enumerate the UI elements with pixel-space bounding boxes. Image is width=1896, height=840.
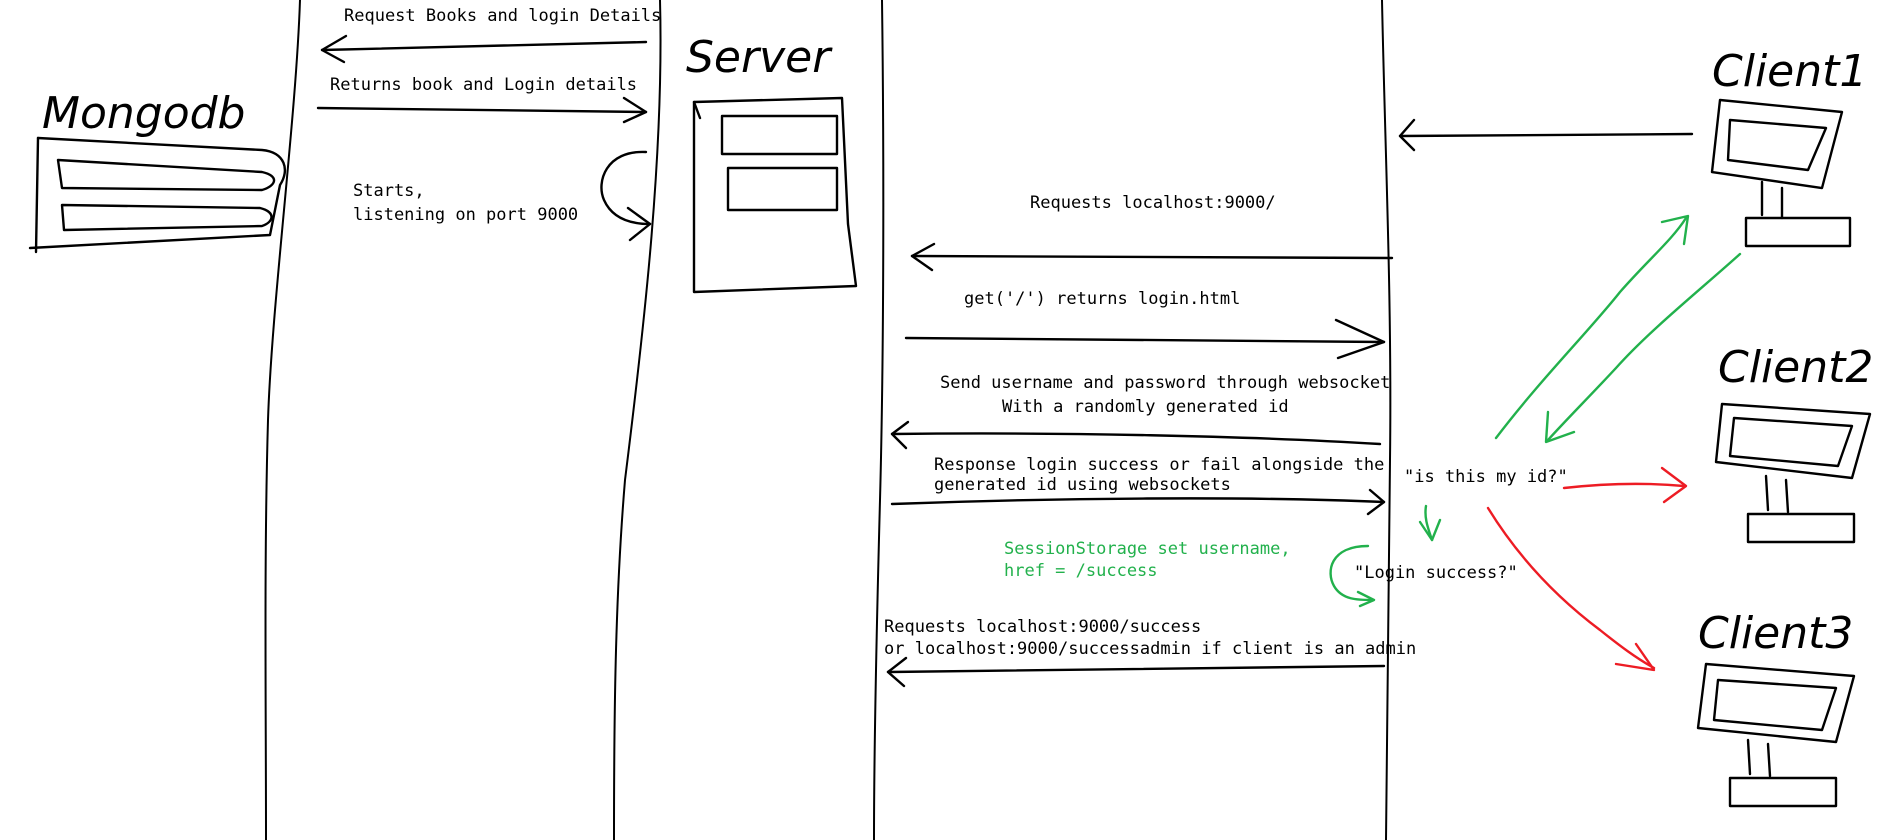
arrow-returns-books: [316, 96, 648, 124]
label-session-line1: SessionStorage set username,: [1004, 539, 1291, 559]
message-arrows: [316, 34, 1694, 688]
lane-line-2: [613, 0, 662, 840]
computer-icon: [1696, 662, 1856, 808]
server-icon: [692, 96, 858, 294]
client3-actor: Client3: [1696, 608, 1856, 808]
label-starts-line2: listening on port 9000: [353, 205, 578, 225]
client2-label: Client2: [1718, 342, 1873, 393]
label-requests-success-line2: or localhost:9000/successadmin if client…: [884, 639, 1416, 659]
client2-actor: Client2: [1714, 342, 1873, 544]
label-response-line2: generated id using websockets: [934, 475, 1231, 495]
client3-label: Client3: [1698, 608, 1853, 659]
client1-actor: Client1: [1710, 46, 1867, 248]
green-arrow-up-to-client1: [1494, 214, 1690, 440]
note-login-success: "Login success?": [1354, 563, 1518, 583]
lane-line-3: [873, 0, 885, 840]
computer-icon: [1714, 402, 1872, 544]
arrow-requests-localhost: [910, 242, 1394, 272]
arrow-get-returns: [904, 318, 1386, 360]
server-actor: Server: [686, 32, 858, 294]
red-arrows: [1486, 466, 1688, 672]
label-starts-line1: Starts,: [353, 181, 425, 201]
client1-label: Client1: [1712, 46, 1867, 97]
database-icon: [28, 136, 286, 254]
arrow-starts-loop: [600, 150, 652, 242]
server-label: Server: [686, 32, 833, 83]
computer-icon: [1710, 98, 1852, 248]
label-get-returns: get('/') returns login.html: [964, 289, 1240, 309]
label-send-line2: With a randomly generated id: [1002, 397, 1289, 417]
red-arrow-to-client2: [1562, 466, 1688, 504]
label-send-line1: Send username and password through webso…: [940, 373, 1390, 393]
label-requests-success-line1: Requests localhost:9000/success: [884, 617, 1201, 637]
red-arrow-to-client3: [1486, 506, 1656, 672]
arrow-request-books: [320, 34, 648, 64]
lane-line-4: [1381, 0, 1392, 840]
green-arrows: [1329, 214, 1742, 608]
arrow-send-username: [890, 420, 1382, 450]
arrow-client1-to-server: [1398, 118, 1694, 152]
label-returns-books: Returns book and Login details: [330, 75, 637, 95]
message-labels: Request Books and login Details Returns …: [330, 6, 1568, 659]
label-request-books: Request Books and login Details: [344, 6, 661, 26]
arrow-requests-success: [886, 656, 1386, 688]
mongodb-actor: Mongodb: [28, 88, 286, 254]
label-session-line2: href = /success: [1004, 561, 1158, 581]
green-loop-arrow: [1329, 544, 1376, 608]
green-arrow-to-login-check: [1418, 504, 1442, 542]
note-is-this-my-id: "is this my id?": [1404, 467, 1568, 487]
label-requests-localhost: Requests localhost:9000/: [1030, 193, 1276, 213]
label-response-line1: Response login success or fail alongside…: [934, 455, 1384, 475]
arrow-response-login: [890, 488, 1386, 516]
lane-line-1: [264, 0, 301, 840]
mongodb-label: Mongodb: [42, 88, 245, 139]
lane-dividers: [264, 0, 1392, 840]
green-arrow-down-from-client1: [1544, 252, 1742, 444]
